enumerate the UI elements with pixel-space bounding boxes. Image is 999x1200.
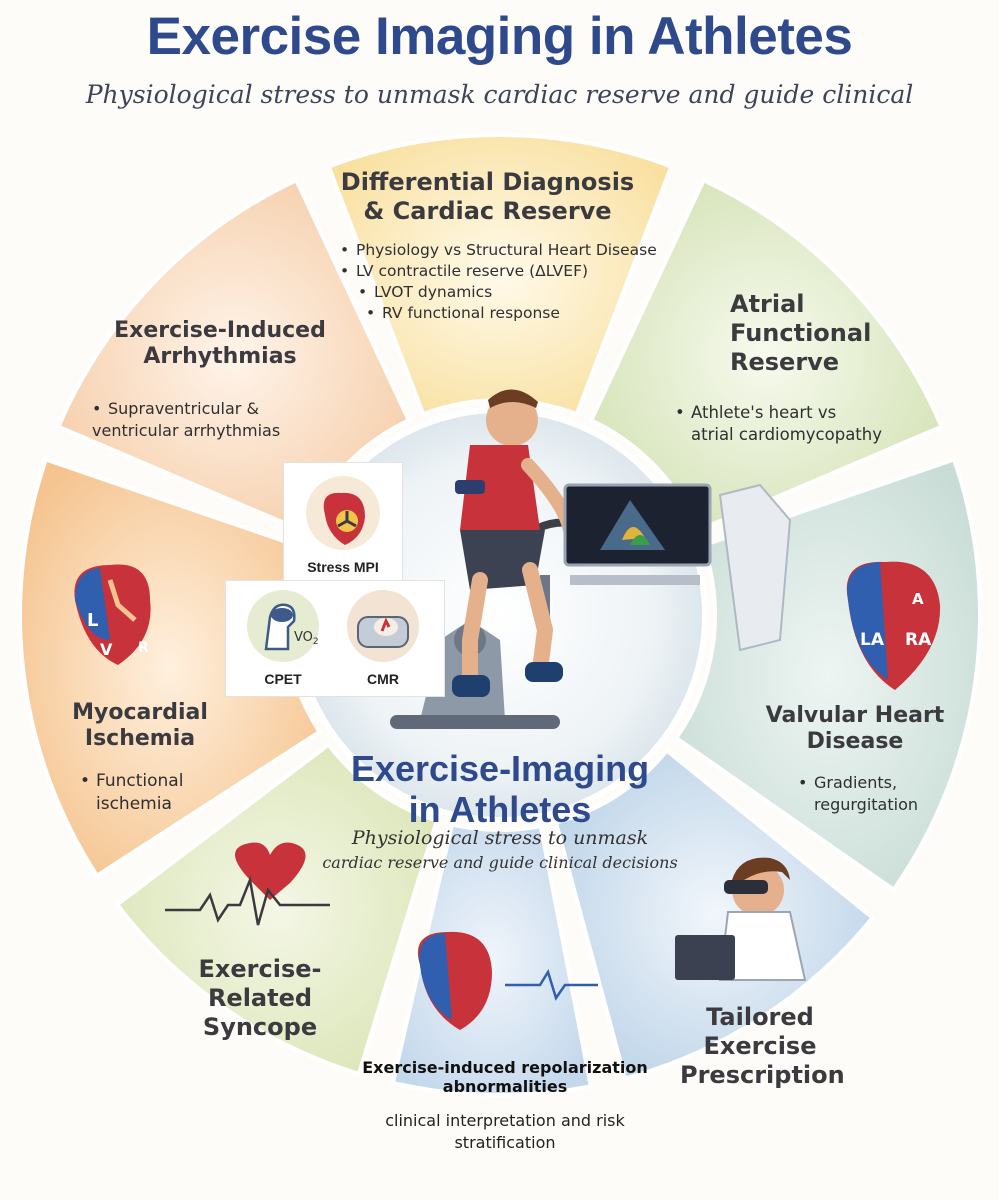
title-line: Reserve: [730, 347, 840, 376]
stress-mpi-icon: [306, 476, 380, 550]
bullet-continued: ischemia: [96, 793, 172, 814]
clinician-figure: [675, 857, 807, 981]
title-line: abnormalities: [442, 1077, 568, 1097]
bullet: LVOT dynamics: [358, 282, 700, 303]
title-line: Exercise: [703, 1031, 817, 1060]
bullet: Physiology vs Structural Heart Disease: [340, 240, 700, 261]
main-title: Exercise Imaging in Athletes: [146, 7, 853, 66]
bullet: LV contractile reserve (ΔLVEF): [340, 261, 700, 282]
cmr-label: CMR: [367, 671, 399, 687]
title-line: Atrial: [730, 290, 805, 318]
heart-icon-valvular: [846, 561, 941, 690]
title-line: Tailored: [706, 1003, 814, 1031]
heartbeat-icon: [165, 842, 330, 926]
stress-mpi-card: Stress MPI: [283, 462, 403, 584]
bullet-continued: ventricular arrhythmias: [92, 420, 281, 440]
title-line: Ischemia: [84, 726, 196, 752]
cmr-icon: [347, 590, 419, 662]
title-line: Exercise-induced repolarization: [362, 1058, 648, 1077]
differential-title: Differential Diagnosis & Cardiac Reserve: [300, 168, 675, 226]
stress-mpi-label: Stress MPI: [307, 559, 379, 575]
heart-icon-ischemia: [74, 564, 151, 665]
cpet-cmr-card: VO2 CPET CMR: [225, 580, 445, 697]
title-line: Related: [207, 983, 313, 1012]
heart-icon-repolarization: [417, 931, 598, 1030]
title-line: & Cardiac Reserve: [363, 196, 612, 225]
heart-label-ra: RA: [905, 630, 932, 650]
repolarization-title: Exercise-induced repolarization abnormal…: [345, 1058, 665, 1096]
title-line: in Athletes: [408, 789, 592, 831]
segment-prescription: [553, 747, 876, 1081]
ischemia-title: Myocardial Ischemia: [55, 700, 225, 753]
syncope-title: Exercise- Related Syncope: [170, 955, 350, 1041]
title-line: Valvular Heart: [765, 703, 945, 728]
body-line: stratification: [454, 1132, 556, 1152]
cpet-label: CPET: [264, 671, 302, 687]
repolarization-body: clinical interpretation and risk stratif…: [345, 1110, 665, 1153]
main-subtitle: Physiological stress to unmask cardiac r…: [85, 80, 914, 109]
vo2-text: VO2: [294, 630, 319, 647]
segment-repolarization: [390, 822, 594, 1098]
bullet: RV functional response: [366, 303, 700, 324]
center-title: Exercise-Imaging in Athletes: [300, 748, 700, 831]
bullet: Functional: [80, 770, 230, 793]
atrial-bullets: Athlete's heart vs atrial cardiomycopath…: [675, 402, 945, 447]
title-line: Exercise-: [198, 955, 322, 983]
athlete-figure: [452, 389, 577, 697]
heart-label-la: LA: [860, 630, 884, 650]
title-line: Disease: [806, 729, 904, 755]
title-line: Functional: [730, 318, 872, 347]
heart-label-l: L: [87, 610, 99, 631]
bullet-continued: regurgitation: [814, 794, 918, 814]
title-line: Differential Diagnosis: [340, 168, 635, 196]
bullet: Athlete's heart vs: [675, 402, 945, 425]
heart-label-r: R: [138, 640, 149, 656]
title-line: Prescription: [680, 1060, 845, 1089]
bullet-continued: atrial cardiomycopathy: [691, 425, 882, 445]
bullet: Gradients,: [798, 772, 948, 794]
subtitle-line: Physiological stress to unmask: [351, 827, 649, 849]
title-line: Arrhythmias: [143, 344, 297, 370]
heart-label-v: V: [100, 640, 113, 659]
valvular-bullets: Gradients, regurgitation: [798, 772, 948, 815]
prescription-title: Tailored Exercise Prescription: [680, 1003, 845, 1089]
ischemia-bullets: Functional ischemia: [80, 770, 230, 816]
title-line: Myocardial: [72, 700, 208, 725]
title-line: Exercise-Imaging: [350, 748, 650, 789]
vo2-subscript: 2: [313, 637, 319, 647]
segment-syncope: [114, 741, 440, 1077]
cpet-icon: VO2: [247, 590, 319, 662]
subtitle-line: cardiac reserve and guide clinical decis…: [322, 852, 678, 872]
valvular-title: Valvular Heart Disease: [745, 703, 965, 756]
vo2-label: VO: [294, 630, 313, 645]
center-subtitle: Physiological stress to unmask cardiac r…: [300, 825, 700, 874]
title-line: Syncope: [202, 1012, 318, 1041]
differential-bullets: Physiology vs Structural Heart Disease L…: [340, 240, 700, 324]
title-line: Exercise-Induced: [114, 318, 326, 343]
arrhythmias-bullets: Supraventricular & ventricular arrhythmi…: [92, 398, 352, 441]
echo-monitor: [563, 483, 792, 652]
body-line: clinical interpretation and risk: [385, 1111, 625, 1130]
bullet: Supraventricular &: [92, 398, 352, 420]
atrial-title: Atrial Functional Reserve: [730, 290, 890, 376]
heart-label-a: A: [912, 590, 924, 608]
arrhythmias-title: Exercise-Induced Arrhythmias: [100, 318, 340, 371]
